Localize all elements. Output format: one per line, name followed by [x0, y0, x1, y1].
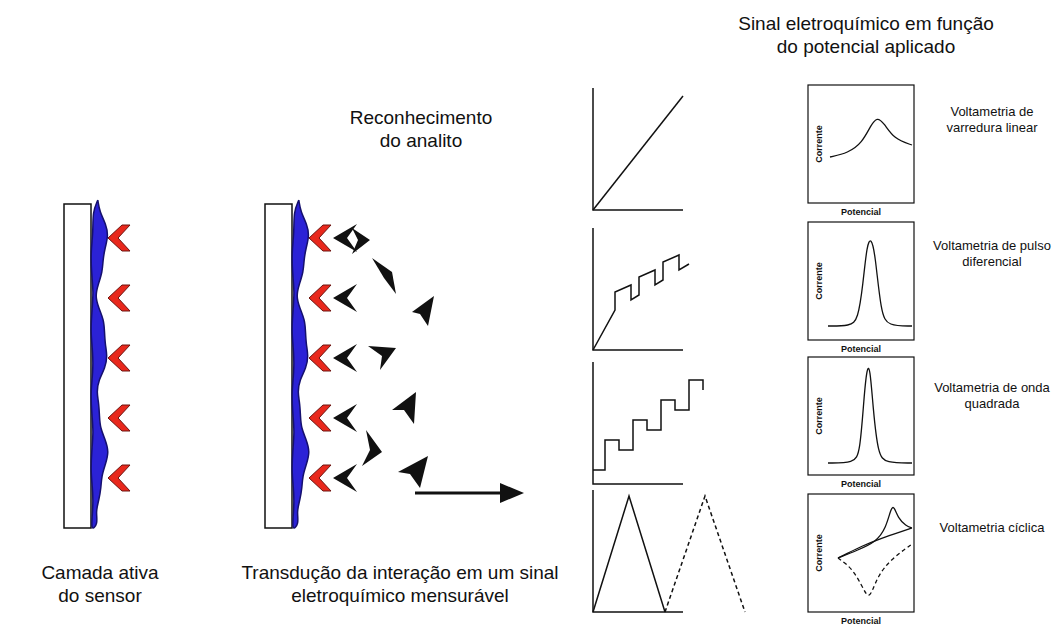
receptor	[309, 405, 331, 431]
voltammogram	[808, 494, 914, 612]
plot-axes	[593, 490, 683, 612]
analyte	[333, 404, 357, 432]
active-layer	[292, 200, 309, 528]
analyte	[352, 228, 370, 254]
label-text: Camada ativa do sensor	[30, 562, 170, 608]
current-curve	[838, 544, 912, 595]
potential-waveform	[593, 255, 689, 350]
potential-waveform	[665, 496, 745, 612]
electrode	[265, 200, 434, 528]
electrode	[64, 200, 130, 528]
electrode-substrate	[265, 204, 292, 528]
waveform-plot	[593, 362, 703, 484]
potential-waveform	[593, 496, 665, 612]
axis-label: Corrente	[814, 109, 825, 179]
process-arrow	[415, 492, 502, 495]
axis-label: Potencial	[816, 616, 906, 627]
active-layer	[91, 200, 108, 528]
receptor	[309, 345, 331, 371]
analyte	[333, 464, 357, 492]
method-name: Voltametria de varredura linear	[930, 104, 1055, 135]
receptor	[309, 285, 331, 311]
method-name: Voltametria cíclica	[930, 520, 1055, 536]
plot-frame	[808, 494, 914, 612]
analyte	[333, 224, 357, 252]
plot-frame	[808, 222, 914, 340]
axis-label: Potencial	[816, 207, 906, 218]
method-name: Voltametria de onda quadrada	[930, 380, 1055, 411]
axis-label: Corrente	[814, 246, 825, 316]
analyte	[372, 258, 396, 294]
current-curve	[828, 368, 912, 463]
receptor	[309, 465, 331, 491]
analyte	[333, 344, 357, 372]
current-curve	[838, 528, 912, 558]
method-name: Voltametria de pulso diferencial	[930, 238, 1055, 269]
axis-label: Potencial	[816, 344, 906, 355]
analyte	[392, 392, 416, 424]
axis-label: Corrente	[814, 381, 825, 451]
electrode-substrate	[64, 204, 91, 528]
current-curve	[828, 241, 912, 326]
voltammogram	[808, 357, 914, 475]
plot-axes	[593, 88, 683, 210]
arrow-head	[500, 483, 524, 503]
receptor	[108, 465, 130, 491]
receptor	[108, 285, 130, 311]
axis-label: Corrente	[814, 518, 825, 588]
analyte	[368, 346, 396, 370]
current-curve	[838, 507, 912, 558]
figure-title: Sinal eletroquímico em função do potenci…	[730, 13, 1002, 59]
waveform-plot	[593, 490, 745, 612]
voltammogram	[808, 222, 914, 340]
potential-waveform	[593, 96, 683, 210]
axis-label: Potencial	[816, 479, 906, 490]
receptor	[108, 225, 130, 251]
analyte	[362, 430, 382, 466]
label-text: Reconhecimento do analito	[339, 107, 504, 153]
waveform-plot	[593, 88, 683, 210]
voltammogram	[808, 85, 914, 203]
label-text: Transdução da interação em um sinal elet…	[235, 562, 565, 608]
receptor	[108, 405, 130, 431]
potential-waveform	[593, 380, 703, 470]
receptor	[108, 345, 130, 371]
current-curve	[830, 119, 912, 157]
receptor	[309, 225, 331, 251]
analyte	[333, 284, 357, 312]
plot-frame	[808, 357, 914, 475]
plot-frame	[808, 85, 914, 203]
waveform-plot	[593, 228, 689, 350]
analyte	[398, 456, 428, 488]
plot-axes	[593, 362, 683, 484]
analyte	[412, 296, 434, 326]
plot-axes	[593, 228, 683, 350]
